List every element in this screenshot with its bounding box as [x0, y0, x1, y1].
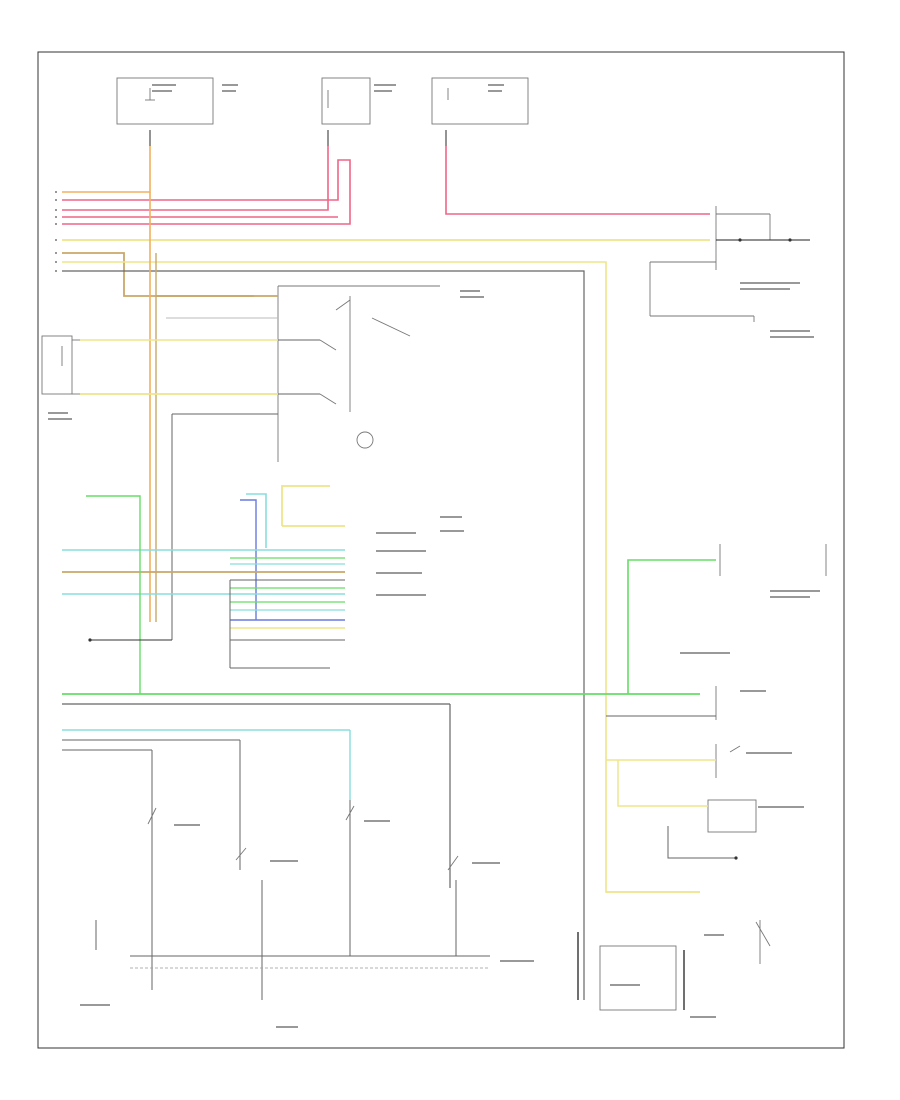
wire-grey-drop [62, 270, 585, 1000]
control-module-rows [62, 485, 345, 694]
module-input-rows [80, 295, 320, 640]
wire-green-riser [627, 559, 716, 694]
left-terminal-column [55, 191, 57, 272]
wire-pink-loop [62, 159, 351, 225]
diagram-frame [37, 51, 845, 1049]
lower-right-module [577, 932, 685, 1011]
central-module [277, 285, 440, 462]
wire-pink-right [445, 146, 710, 215]
right-components [606, 544, 827, 964]
wire-yellow-drop [62, 261, 700, 893]
wire-tan-upper [62, 252, 254, 297]
wire-orange-top [62, 146, 151, 193]
left-switch-box [41, 335, 80, 395]
fuse-block-center [321, 77, 371, 125]
label-marks [48, 84, 820, 1028]
top-connectors [149, 130, 447, 146]
relay-top-right [649, 206, 810, 322]
fuse-block-left [116, 77, 214, 125]
lower-left-circuit [62, 729, 490, 1000]
fuse-block-right [431, 77, 529, 125]
